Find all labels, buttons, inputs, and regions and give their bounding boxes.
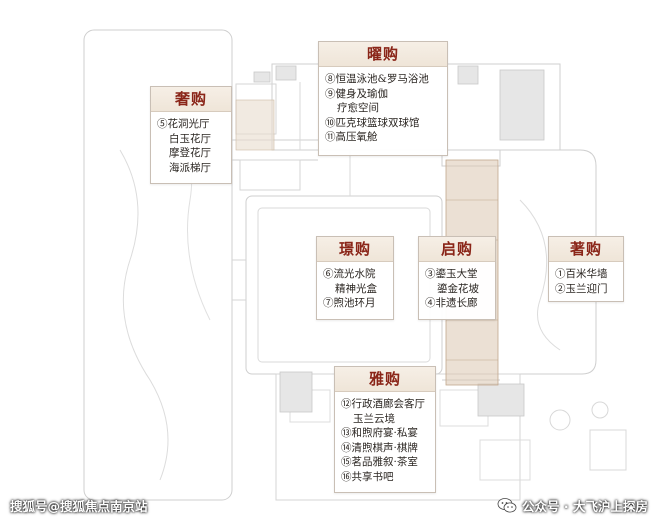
zone-ya: 雅购 ⑫行政酒廊会客厅 玉兰云境 ⑬和煦府宴·私宴 ⑭清煦棋声·棋牌 ⑮茗品雅叙… xyxy=(334,366,436,493)
zone-ya-item: ⑮茗品雅叙·茶室 xyxy=(341,456,418,469)
zone-yao-item: ⑩匹克球篮球双球馆 xyxy=(325,116,420,129)
zone-ya-item: ⑬和煦府宴·私宴 xyxy=(341,427,418,440)
outer-boundary-left xyxy=(83,29,233,501)
watermark-right-text: 公众号 · 大飞沪上探房 xyxy=(522,499,648,514)
watermark-right: 公众号 · 大飞沪上探房 xyxy=(497,496,648,515)
zone-yao-item: 疗愈空间 xyxy=(337,102,379,115)
zone-ya-item: 玉兰云境 xyxy=(353,412,395,425)
zone-she-title: 奢购 xyxy=(151,87,231,112)
zone-jing-title: 璟购 xyxy=(317,237,393,262)
watermark-left: 搜狐号@搜狐焦点南京站 xyxy=(10,499,148,514)
zone-ya-title: 雅购 xyxy=(335,367,435,392)
zone-she-item: 海派梯厅 xyxy=(169,161,211,174)
zone-qi-item: ④非遗长廊 xyxy=(425,297,478,310)
zone-ya-item: ⑯共享书吧 xyxy=(341,470,394,483)
zone-jing-item: 精神光盒 xyxy=(335,282,377,295)
zone-qi-item: ③鎏玉大堂 xyxy=(425,268,478,280)
zone-jing-item: ⑦煦池环月 xyxy=(323,297,376,310)
zone-zhu-title: 著购 xyxy=(549,237,623,262)
zone-she-item: 白玉花厅 xyxy=(169,132,211,145)
zone-qi-item: 鎏金花坡 xyxy=(437,282,479,295)
zone-yao-item: ⑧恒温泳池&罗马浴池 xyxy=(325,73,429,85)
zone-jing: 璟购 ⑥流光水院 精神光盒 ⑦煦池环月 xyxy=(316,236,394,320)
zone-zhu-item: ①百米华墙 xyxy=(555,268,608,280)
zone-qi: 启购 ③鎏玉大堂 鎏金花坡 ④非遗长廊 xyxy=(418,236,496,320)
zone-yao-item: ⑪高压氧舱 xyxy=(325,131,378,144)
zone-jing-item: ⑥流光水院 xyxy=(323,268,376,280)
zone-zhu-item: ②玉兰迎门 xyxy=(555,282,608,295)
zone-yao-item: ⑨健身及瑜伽 xyxy=(325,87,388,100)
zone-she-item: ⑤花洞光厅 xyxy=(157,118,210,130)
zone-ya-item: ⑭清煦棋声·棋牌 xyxy=(341,441,418,454)
zone-zhu: 著购 ①百米华墙 ②玉兰迎门 xyxy=(548,236,624,302)
bottom-wing-outline xyxy=(275,373,521,501)
zone-qi-title: 启购 xyxy=(419,237,495,262)
zone-yao-title: 曜购 xyxy=(319,42,447,67)
zone-ya-item: ⑫行政酒廊会客厅 xyxy=(341,398,425,410)
zone-she: 奢购 ⑤花洞光厅 白玉花厅 摩登花厅 海派梯厅 xyxy=(150,86,232,184)
zone-yao: 曜购 ⑧恒温泳池&罗马浴池 ⑨健身及瑜伽 疗愈空间 ⑩匹克球篮球双球馆 ⑪高压氧… xyxy=(318,41,448,156)
zone-she-item: 摩登花厅 xyxy=(169,147,211,160)
left-pavilion xyxy=(235,99,275,151)
wechat-icon xyxy=(497,498,517,513)
